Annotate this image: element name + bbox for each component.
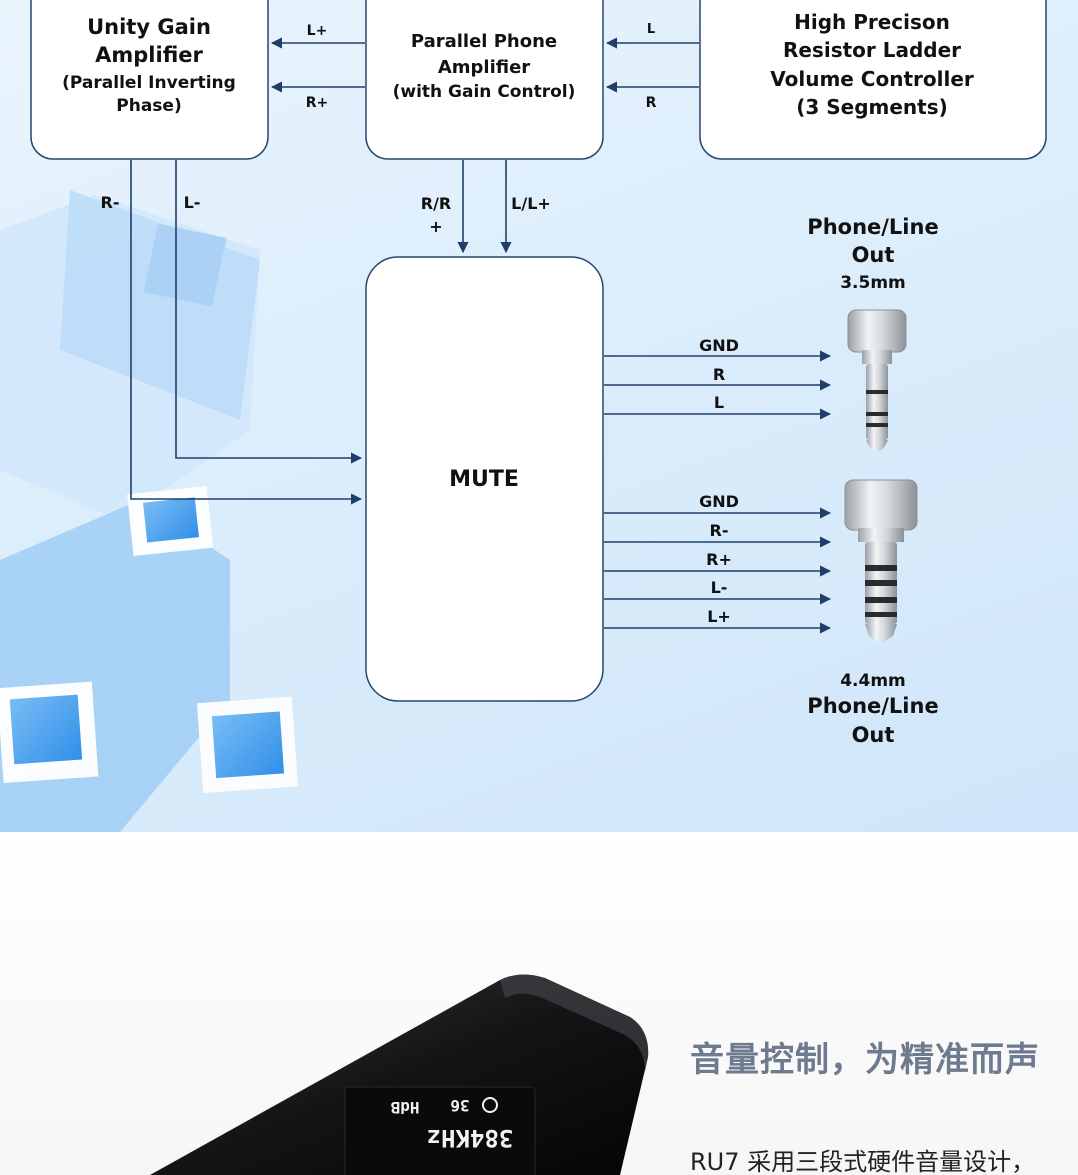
jack35-caption-line: Phone/Line [807,215,938,239]
jack-44mm-icon [844,479,918,644]
jack35-caption-line: Out [852,243,895,267]
mute-block: MUTE [365,256,604,702]
volume-text: 36 [450,1096,469,1115]
parallel-phone-line: Parallel Phone [411,31,557,52]
out35-gnd-label: GND [699,336,739,355]
signal-label-ll: L/L+ [511,194,551,213]
jack35-size-label: 3.5mm [840,273,906,293]
chip-tile [127,485,214,557]
jack44-caption-line: Out [852,723,895,747]
dac-device: 384KHz HdB 36 [150,974,649,1175]
out44-r-minus-label: R- [710,521,729,540]
out44-r-plus-label: R+ [706,550,732,569]
feature-description: RU7 采用三段式硬件音量设计， [690,1148,1036,1175]
diagram-canvas: Unity Gain Amplifier (Parallel Inverting… [0,0,1047,832]
unity-gain-line: (Parallel Inverting [62,73,236,93]
parallel-phone-line: Amplifier [438,57,530,78]
chip-tile [0,681,99,784]
feature-heading: 音量控制，为精准而声 [690,1040,1040,1080]
resistor-ladder-line: (3 Segments) [796,95,948,119]
unity-gain-line: Phase) [116,96,181,116]
out35-l-label: L [714,393,724,412]
out44-l-minus-label: L- [711,578,728,597]
background-decoration [0,190,299,832]
unity-gain-line: Amplifier [95,43,203,67]
oled-screen: 384KHz HdB 36 [344,1086,536,1175]
unity-gain-block: Unity Gain Amplifier (Parallel Inverting… [30,0,269,160]
signal-label-r-minus: R- [101,193,120,212]
out44-l-plus-label: L+ [707,607,731,626]
signal-label-l: L [647,22,655,37]
unity-to-mute-lines [130,160,363,505]
unity-gain-line: Unity Gain [87,15,211,39]
volume-icon [482,1097,498,1113]
signal-label-rr-plus: + [429,217,442,236]
signal-label-r: R [646,95,657,111]
resistor-ladder-line: Resistor Ladder [783,38,961,62]
signal-label-l-minus: L- [184,193,201,212]
parallel-to-unity-lines [270,37,365,93]
chip-tile [196,696,299,794]
out35-r-label: R [713,365,725,384]
jack44-caption-line: Phone/Line [807,694,938,718]
jack44-size-label: 4.4mm [840,671,906,691]
resistor-ladder-line: High Precison [794,10,950,34]
output-44-lines [604,507,832,634]
jack-35mm-icon [847,309,907,452]
signal-flow-diagram: Unity Gain Amplifier (Parallel Inverting… [0,0,1078,832]
signal-label-r-plus: R+ [306,95,329,111]
mute-label: MUTE [449,467,519,492]
ladder-to-parallel-lines [605,37,699,93]
output-35-lines [604,350,832,420]
device-illustration: 384KHz HdB 36 [150,974,649,1175]
out44-gnd-label: GND [699,492,739,511]
sample-rate-text: 384KHz [427,1124,514,1152]
gain-mode-text: HdB [390,1098,419,1117]
parallel-phone-line: (with Gain Control) [393,82,576,102]
signal-label-l-plus: L+ [307,23,328,39]
resistor-ladder-block: High Precison Resistor Ladder Volume Con… [699,0,1047,160]
resistor-ladder-line: Volume Controller [770,67,974,91]
signal-label-rr: R/R [421,194,451,213]
parallel-phone-block: Parallel Phone Amplifier (with Gain Cont… [365,0,604,160]
product-section: 384KHz HdB 36 音量控制，为精准而声 RU7 采用三段式硬件音量设计… [0,832,1078,1175]
parallel-to-mute-lines [457,160,512,254]
